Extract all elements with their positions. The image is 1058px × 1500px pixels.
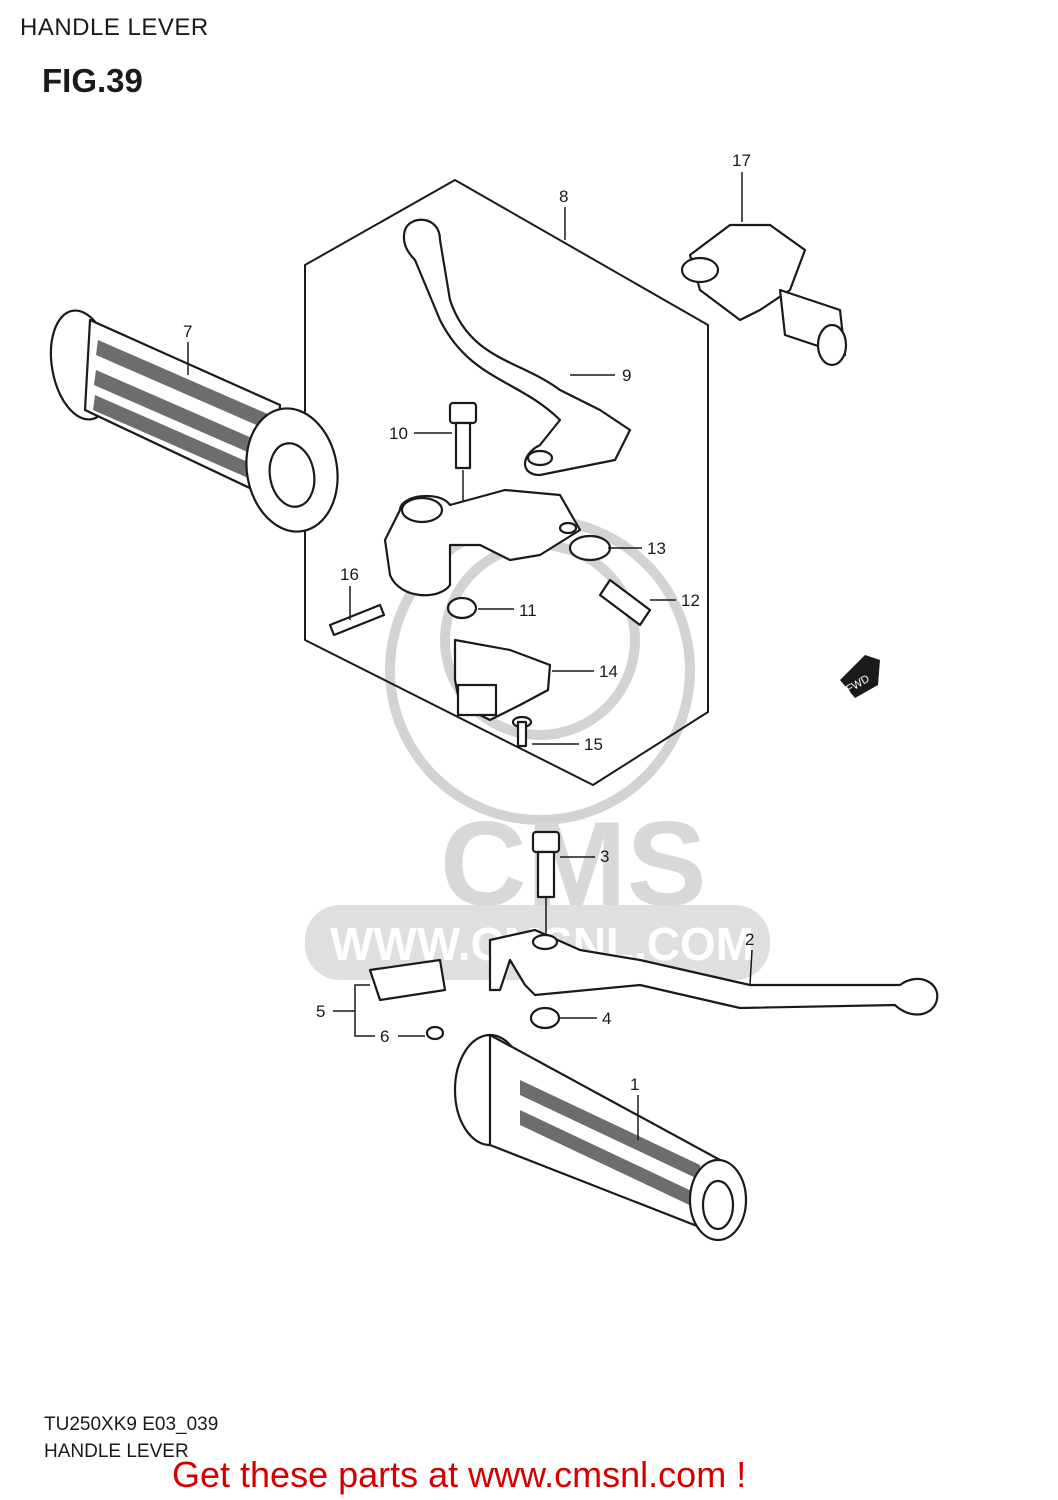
callout-16: 16 <box>340 565 359 584</box>
brake-switch-part-5 <box>368 958 447 1002</box>
callout-12: 12 <box>681 591 700 610</box>
callout-17: 17 <box>732 151 751 170</box>
nut-part-4 <box>529 1006 561 1030</box>
footer-title: HANDLE LEVER <box>44 1441 189 1462</box>
adjuster-part-12 <box>598 578 652 627</box>
callout-3: 3 <box>600 847 609 866</box>
callout-2: 2 <box>745 930 754 949</box>
callout-6: 6 <box>380 1027 389 1046</box>
bolt-part-3 <box>531 830 561 935</box>
figure-number: FIG.39 <box>42 62 143 99</box>
nut-part-11 <box>446 596 478 620</box>
grip-right-part-1 <box>453 1033 748 1242</box>
brake-lever-part-2 <box>488 928 939 1016</box>
callout-9: 9 <box>622 366 631 385</box>
callout-15: 15 <box>584 735 603 754</box>
grip-left-part-7 <box>49 309 339 533</box>
callout-7: 7 <box>183 322 192 341</box>
diagram-code: TU250XK9 E03_039 <box>44 1414 219 1435</box>
callouts: 1 2 3 4 5 6 7 8 9 10 11 12 13 14 15 16 <box>183 151 754 1140</box>
callout-10: 10 <box>389 424 408 443</box>
bolt-part-16 <box>328 603 386 637</box>
clutch-lever-part-9 <box>402 218 632 477</box>
throttle-housing-part-17 <box>680 223 848 367</box>
promo-link[interactable]: Get these parts at www.cmsnl.com ! <box>172 1454 747 1495</box>
callout-8: 8 <box>559 187 568 206</box>
callout-4: 4 <box>602 1009 611 1028</box>
callout-1: 1 <box>630 1075 639 1094</box>
kit-outline <box>304 179 709 786</box>
header-title: HANDLE LEVER <box>20 14 209 41</box>
bolt-part-10 <box>448 401 478 505</box>
fwd-direction-badge: FWD <box>840 655 880 698</box>
callout-13: 13 <box>647 539 666 558</box>
callout-14: 14 <box>599 662 618 681</box>
adjuster-nut-part-13 <box>568 534 612 562</box>
screw-part-6 <box>425 1025 445 1041</box>
screw-part-15 <box>511 715 533 748</box>
watermark: CMS WWW.CMSNL.COM <box>305 515 770 980</box>
callout-5: 5 <box>316 1002 325 1021</box>
callout-11: 11 <box>519 601 537 620</box>
